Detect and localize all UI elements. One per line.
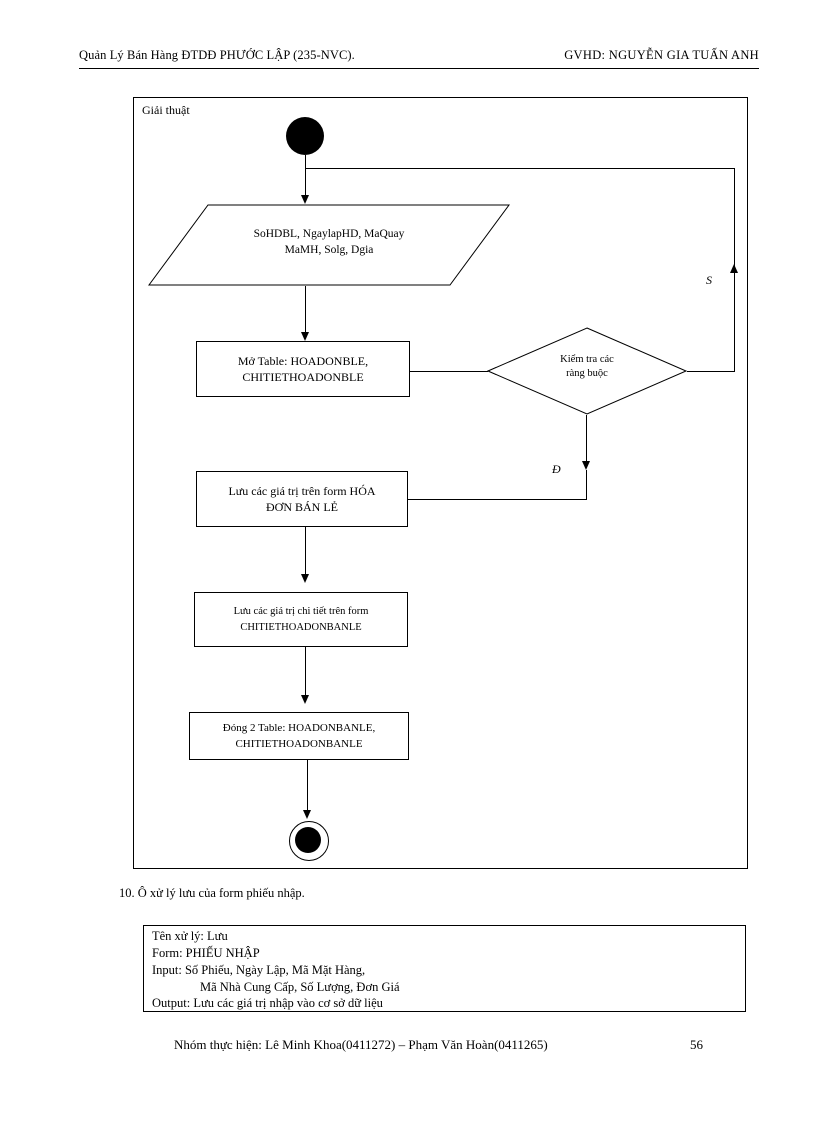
arrowhead-input-to-open — [300, 332, 309, 341]
start-node-icon — [286, 117, 324, 155]
process-save-master-text: Lưu các giá trị trên form HÓA ĐƠN BÁN LẺ — [220, 483, 383, 515]
decision-line2: ràng buộc — [566, 368, 608, 379]
header-left-text: Quản Lý Bán Hàng ĐTDĐ PHƯỚC LẬP (235-NVC… — [79, 48, 355, 62]
branch-label-true: Đ — [552, 462, 561, 476]
header-right-text: GVHD: NGUYỄN GIA TUẤN ANH — [564, 48, 759, 62]
input-text: SoHDBL, NgaylapHD, MaQuay MaMH, Solg, Dg… — [148, 226, 510, 258]
connector-loop-top — [305, 168, 735, 169]
save-detail-line2: CHITIETHOADONBANLE — [240, 621, 362, 633]
connector-input-to-open — [305, 286, 306, 332]
input-parallelogram: SoHDBL, NgaylapHD, MaQuay MaMH, Solg, Dg… — [148, 204, 510, 286]
input-text-line1: SoHDBL, NgaylapHD, MaQuay — [253, 228, 405, 240]
connector-decision-false-out — [687, 371, 735, 372]
decision-line1: Kiểm tra các — [560, 354, 614, 365]
decision-text: Kiểm tra các ràng buộc — [487, 353, 687, 381]
diamond-shape — [487, 327, 687, 415]
arrowhead-decision-true — [581, 461, 590, 470]
process-open-tables: Mở Table: HOADONBLE, CHITIETHOADONBLE — [196, 341, 410, 397]
close-tables-line1: Đóng 2 Table: HOADONBANLE, — [222, 722, 376, 734]
arrowhead-close-to-end — [302, 810, 311, 819]
connector-save-master-to-detail — [305, 527, 306, 575]
flowchart-title: Giải thuật — [142, 103, 190, 117]
open-tables-line1: Mở Table: HOADONBLE, — [237, 354, 369, 368]
page-footer: Nhóm thực hiện: Lê Minh Khoa(0411272) – … — [174, 1037, 734, 1057]
spec-line-output: Output: Lưu các giá trị nhập vào cơ sở d… — [152, 996, 383, 1010]
process-close-tables-text: Đóng 2 Table: HOADONBANLE, CHITIETHOADON… — [215, 720, 383, 752]
end-node-icon — [289, 821, 329, 861]
parallelogram-shape — [148, 204, 510, 286]
process-save-detail-text: Lưu các giá trị chi tiết trên form CHITI… — [226, 604, 377, 636]
running-header: Quản Lý Bán Hàng ĐTDĐ PHƯỚC LẬP (235-NVC… — [79, 48, 759, 70]
connector-loop-right-upper — [734, 168, 735, 278]
close-tables-line2: CHITIETHOADONBANLE — [235, 738, 363, 750]
spec-line-input: Input: Số Phiếu, Ngày Lập, Mã Mặt Hàng, — [152, 963, 366, 977]
end-node-inner — [295, 827, 321, 853]
save-master-line2: ĐƠN BÁN LẺ — [266, 500, 338, 514]
save-master-line1: Lưu các giá trị trên form HÓA — [228, 484, 376, 498]
process-close-tables: Đóng 2 Table: HOADONBANLE, CHITIETHOADON… — [189, 712, 409, 760]
input-text-line2: MaMH, Solg, Dgia — [284, 244, 374, 256]
arrowhead-save-master-to-detail — [300, 574, 309, 583]
arrowhead-save-detail-to-close — [300, 695, 309, 704]
header-rule — [79, 68, 759, 69]
connector-close-to-end — [307, 760, 308, 811]
connector-true-to-save — [586, 470, 587, 500]
connector-start-to-input — [305, 155, 306, 198]
connector-decision-true-down — [586, 415, 587, 463]
section-caption: 10. Ô xử lý lưu của form phiếu nhập. — [119, 886, 305, 900]
spec-line-form: Form: PHIẾU NHẬP — [152, 946, 260, 960]
arrowhead-start-to-input — [300, 195, 309, 204]
arrowhead-loop-up — [729, 264, 738, 273]
process-open-tables-text: Mở Table: HOADONBLE, CHITIETHOADONBLE — [230, 353, 376, 385]
spec-line-input-cont: Mã Nhà Cung Cấp, Số Lượng, Đơn Giá — [200, 980, 400, 994]
process-spec-box: Tên xử lý: Lưu Form: PHIẾU NHẬP Input: S… — [143, 925, 746, 1012]
branch-label-false: S — [706, 273, 712, 287]
process-save-detail: Lưu các giá trị chi tiết trên form CHITI… — [194, 592, 408, 647]
connector-save-detail-to-close — [305, 647, 306, 696]
footer-page-number: 56 — [690, 1037, 703, 1052]
footer-authors: Nhóm thực hiện: Lê Minh Khoa(0411272) – … — [174, 1037, 548, 1052]
open-tables-line2: CHITIETHOADONBLE — [242, 370, 364, 384]
connector-true-into-save-master — [408, 499, 587, 500]
decision-check-constraints: Kiểm tra các ràng buộc — [487, 327, 687, 415]
connector-open-to-decision — [410, 371, 488, 372]
connector-loop-right-lower — [734, 272, 735, 371]
process-save-master: Lưu các giá trị trên form HÓA ĐƠN BÁN LẺ — [196, 471, 408, 527]
save-detail-line1: Lưu các giá trị chi tiết trên form — [233, 605, 369, 617]
spec-line-name: Tên xử lý: Lưu — [152, 929, 228, 943]
